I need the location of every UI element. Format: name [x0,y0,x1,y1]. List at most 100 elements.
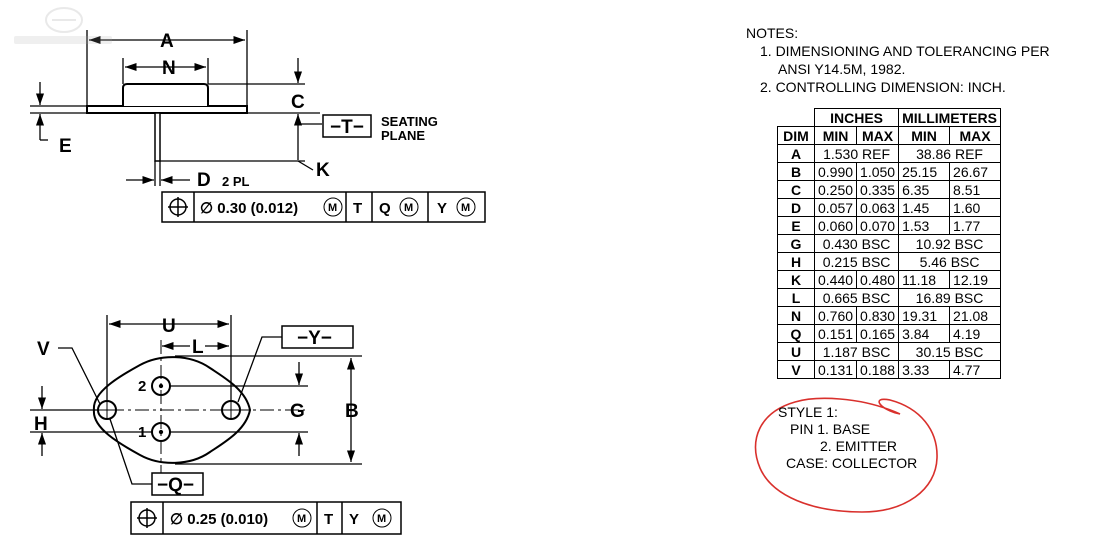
fcf-bottom-mmc-y: M [377,513,386,525]
header-inches: INCHES [813,108,900,127]
header-millimeters: MILLIMETERS [898,108,1001,127]
cell-mm-min: 19.31 [898,306,951,325]
label-a: A [160,31,174,52]
cell-mm-max: 21.08 [949,306,1001,325]
note-1a: 1. DIMENSIONING AND TOLERANCING PER [760,43,1050,59]
cell-mm-ref: 30.15 BSC [898,342,1001,361]
label-v: V [37,339,50,360]
cell-inch-max: 0.480 [856,270,900,289]
note-2: 2. CONTROLLING DIMENSION: INCH. [760,79,1006,95]
label-k: K [316,160,330,181]
cell-dim: E [777,216,815,235]
body-outline [92,356,252,464]
side-view [30,30,322,186]
cell-mm-min: 1.53 [898,216,951,235]
annotation-circle [754,397,938,513]
cell-inch-max: 0.070 [856,216,900,235]
cell-mm-max: 12.19 [949,270,1001,289]
cell-inch-max: 0.830 [856,306,900,325]
cell-mm-max: 26.67 [949,162,1001,181]
fcf-bottom-tolerance: ∅ 0.25 (0.010) [170,511,268,528]
cell-mm-max: 8.51 [949,180,1001,199]
cell-inch-min: 0.057 [813,198,858,217]
style-case: CASE: COLLECTOR [786,455,918,471]
style-title: STYLE 1: [778,404,838,420]
label-d-2pl: 2 PL [222,174,250,189]
fcf-top-datum-y: Y [437,200,447,217]
plan-view [30,315,362,485]
label-pin-1: 1 [138,424,146,441]
cell-inch-ref: 1.530 REF [813,144,900,163]
cell-dim: V [777,360,815,379]
fcf-bottom [130,501,402,535]
cell-dim: B [777,162,815,181]
cell-inch-min: 0.131 [813,360,858,379]
cell-mm-ref: 16.89 BSC [898,288,1001,307]
header-inch-min: MIN [813,126,858,145]
cell-dim: Q [777,324,815,343]
label-l: L [192,337,204,358]
label-g: G [290,401,305,422]
cell-dim: N [777,306,815,325]
cell-mm-ref: 38.86 REF [898,144,1001,163]
cell-inch-ref: 0.430 BSC [813,234,900,253]
cell-dim: A [777,144,815,163]
cell-mm-min: 1.45 [898,198,951,217]
header-mm-max: MAX [949,126,1001,145]
dimension-table: INCHES MILLIMETERS DIM MIN MAX MIN MAX A… [777,108,1001,379]
datum-y: −Y− [297,328,332,349]
fcf-bottom-datum-t: T [324,511,333,528]
cell-mm-min: 11.18 [898,270,951,289]
cell-inch-min: 0.990 [813,162,858,181]
cell-mm-max: 4.19 [949,324,1001,343]
cell-mm-min: 3.84 [898,324,951,343]
cell-mm-max: 1.77 [949,216,1001,235]
table-corner [777,108,815,127]
label-pin-2: 2 [138,378,146,395]
cell-dim: G [777,234,815,253]
label-b: B [345,401,359,422]
label-d: D [197,170,211,191]
fcf-top-mmc-y: M [461,202,470,214]
cell-mm-max: 4.77 [949,360,1001,379]
cell-inch-min: 0.151 [813,324,858,343]
cell-mm-ref: 10.92 BSC [898,234,1001,253]
cell-inch-max: 1.050 [856,162,900,181]
style-block: STYLE 1: PIN 1. BASE 2. EMITTER CASE: CO… [778,404,917,472]
cell-inch-min: 0.060 [813,216,858,235]
label-e: E [59,136,72,157]
cell-dim: K [777,270,815,289]
notes-heading: NOTES: [746,25,799,41]
fcf-top-mmc-q: M [404,202,413,214]
cell-inch-max: 0.188 [856,360,900,379]
cell-inch-min: 0.250 [813,180,858,199]
label-c: C [291,92,305,113]
note-1b: ANSI Y14.5M, 1982. [778,61,906,77]
cell-inch-min: 0.760 [813,306,858,325]
cell-inch-max: 0.335 [856,180,900,199]
cell-dim: U [777,342,815,361]
cell-inch-ref: 1.187 BSC [813,342,900,361]
notes-block: NOTES: 1. DIMENSIONING AND TOLERANCING P… [746,24,1050,96]
cell-mm-min: 25.15 [898,162,951,181]
label-h: H [34,414,48,435]
cell-mm-max: 1.60 [949,198,1001,217]
cap-outline [122,83,209,106]
datum-q: −Q− [157,475,194,496]
fcf-top-datum-q: Q [379,200,391,217]
label-u: U [162,316,176,337]
cell-inch-max: 0.063 [856,198,900,217]
cell-dim: C [777,180,815,199]
